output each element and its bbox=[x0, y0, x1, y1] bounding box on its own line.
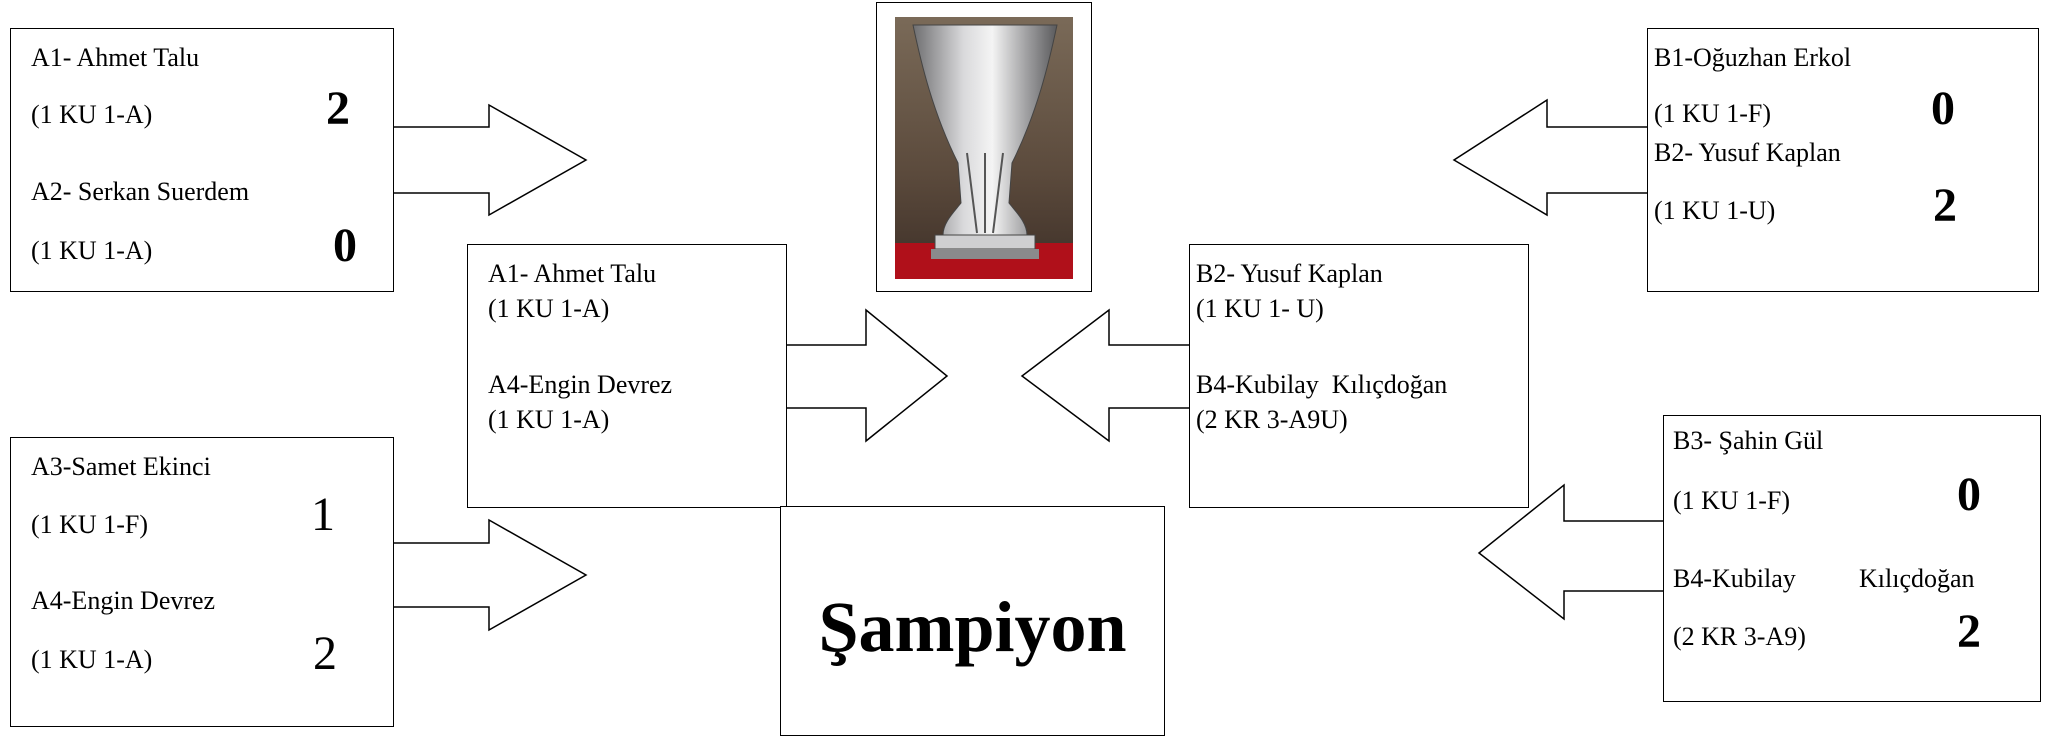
player-name: A4-Engin Devrez bbox=[31, 586, 216, 615]
player-class: (1 KU 1-U) bbox=[1654, 196, 1776, 225]
player-class: (1 KU 1-A) bbox=[31, 645, 153, 674]
player-class: (1 KU 1-A) bbox=[488, 294, 610, 323]
player-score: 0 bbox=[1931, 82, 1955, 135]
player-class: (1 KU 1-A) bbox=[488, 405, 610, 434]
player-class: (1 KU 1-F) bbox=[31, 510, 148, 539]
player-name: B2- Yusuf Kaplan bbox=[1196, 259, 1383, 288]
player-score: 2 bbox=[313, 627, 337, 680]
right-bottom-group-box: B3- Şahin Gül (1 KU 1-F) 0 B4-Kubilay Kı… bbox=[1663, 415, 2041, 702]
arrow-right-top-group bbox=[1452, 98, 1649, 217]
player-score: 2 bbox=[326, 82, 350, 135]
player-name: B2- Yusuf Kaplan bbox=[1654, 138, 1841, 167]
player-score: 2 bbox=[1957, 605, 1981, 658]
player-name: A2- Serkan Suerdem bbox=[31, 177, 250, 206]
player-class: (1 KU 1- U) bbox=[1196, 294, 1324, 323]
player-name: B1-Oğuzhan Erkol bbox=[1654, 43, 1852, 72]
left-bottom-group-box: A3-Samet Ekinci (1 KU 1-F) 1 A4-Engin De… bbox=[10, 437, 394, 727]
player-class: (2 KR 3-A9) bbox=[1673, 622, 1806, 651]
arrow-left-bottom-group bbox=[392, 518, 588, 632]
player-name: B3- Şahin Gül bbox=[1673, 426, 1824, 455]
arrow-right-bottom-group bbox=[1477, 483, 1665, 621]
arrow-left-semifinal bbox=[785, 308, 949, 443]
left-top-group-box: A1- Ahmet Talu (1 KU 1-A) 2 A2- Serkan S… bbox=[10, 28, 394, 292]
player-class: (1 KU 1-F) bbox=[1673, 486, 1790, 515]
player-name-surname: Kılıçdoğan bbox=[1859, 564, 1975, 593]
left-semifinal-box: A1- Ahmet Talu (1 KU 1-A) A4-Engin Devre… bbox=[467, 244, 787, 508]
champion-label: Şampiyon bbox=[818, 587, 1127, 667]
player-score: 1 bbox=[311, 488, 335, 541]
player-class: (1 KU 1-A) bbox=[31, 100, 153, 129]
player-class: (1 KU 1-F) bbox=[1654, 99, 1771, 128]
player-class: (2 KR 3-A9U) bbox=[1196, 405, 1348, 434]
player-score: 0 bbox=[333, 219, 357, 272]
player-name: A1- Ahmet Talu bbox=[31, 43, 200, 72]
trophy-image bbox=[876, 2, 1092, 292]
player-name: A1- Ahmet Talu bbox=[488, 259, 657, 288]
player-name: B4-Kubilay Kılıçdoğan bbox=[1196, 370, 1448, 399]
player-name: A4-Engin Devrez bbox=[488, 370, 673, 399]
player-name: B4-Kubilay bbox=[1673, 564, 1796, 593]
trophy-photo-icon bbox=[895, 17, 1073, 279]
right-semifinal-box: B2- Yusuf Kaplan (1 KU 1- U) B4-Kubilay … bbox=[1189, 244, 1529, 508]
player-score: 2 bbox=[1933, 179, 1957, 232]
arrow-right-semifinal bbox=[1020, 308, 1191, 443]
champion-box: Şampiyon bbox=[780, 506, 1165, 736]
right-top-group-box: B1-Oğuzhan Erkol (1 KU 1-F) 0 B2- Yusuf … bbox=[1647, 28, 2039, 292]
arrow-left-top-group bbox=[392, 103, 588, 217]
player-class: (1 KU 1-A) bbox=[31, 236, 153, 265]
player-name: A3-Samet Ekinci bbox=[31, 452, 211, 481]
player-score: 0 bbox=[1957, 468, 1981, 521]
